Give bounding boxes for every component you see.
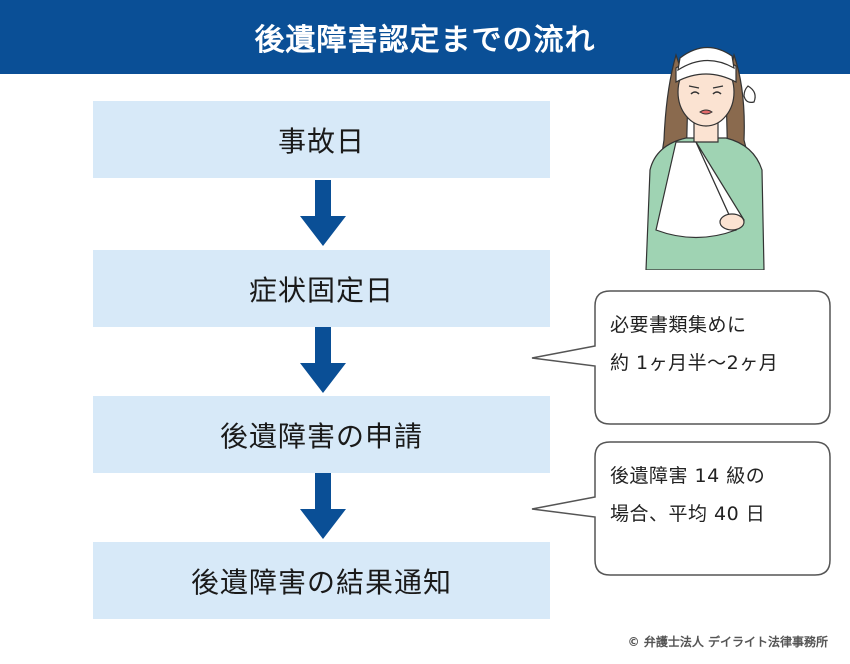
callout-line: 後遺障害 14 級の bbox=[610, 457, 840, 495]
callout-text: 必要書類集めに 約 1ヶ月半〜2ヶ月 bbox=[610, 306, 840, 382]
callout-text: 後遺障害 14 級の 場合、平均 40 日 bbox=[610, 457, 840, 533]
step-application: 後遺障害の申請 bbox=[93, 396, 550, 473]
page-title: 後遺障害認定までの流れ bbox=[255, 15, 596, 59]
copyright-credit: © 弁護士法人 デイライト法律事務所 bbox=[628, 633, 828, 650]
speech-bubble-average-days: 後遺障害 14 級の 場合、平均 40 日 bbox=[530, 441, 835, 577]
step-label: 症状固定日 bbox=[249, 269, 394, 309]
down-arrow-icon bbox=[300, 473, 346, 539]
callout-line: 場合、平均 40 日 bbox=[610, 495, 840, 533]
step-label: 事故日 bbox=[278, 120, 365, 160]
step-symptom-fixed-date: 症状固定日 bbox=[93, 250, 550, 327]
down-arrow-icon bbox=[300, 180, 346, 246]
down-arrow-icon bbox=[300, 327, 346, 393]
step-result-notice: 後遺障害の結果通知 bbox=[93, 542, 550, 619]
injured-woman-illustration bbox=[636, 30, 786, 270]
step-label: 後遺障害の結果通知 bbox=[191, 561, 452, 601]
step-accident-date: 事故日 bbox=[93, 101, 550, 178]
step-label: 後遺障害の申請 bbox=[220, 415, 423, 455]
speech-bubble-collection-period: 必要書類集めに 約 1ヶ月半〜2ヶ月 bbox=[530, 290, 835, 426]
callout-line: 約 1ヶ月半〜2ヶ月 bbox=[610, 344, 840, 382]
callout-line: 必要書類集めに bbox=[610, 306, 840, 344]
